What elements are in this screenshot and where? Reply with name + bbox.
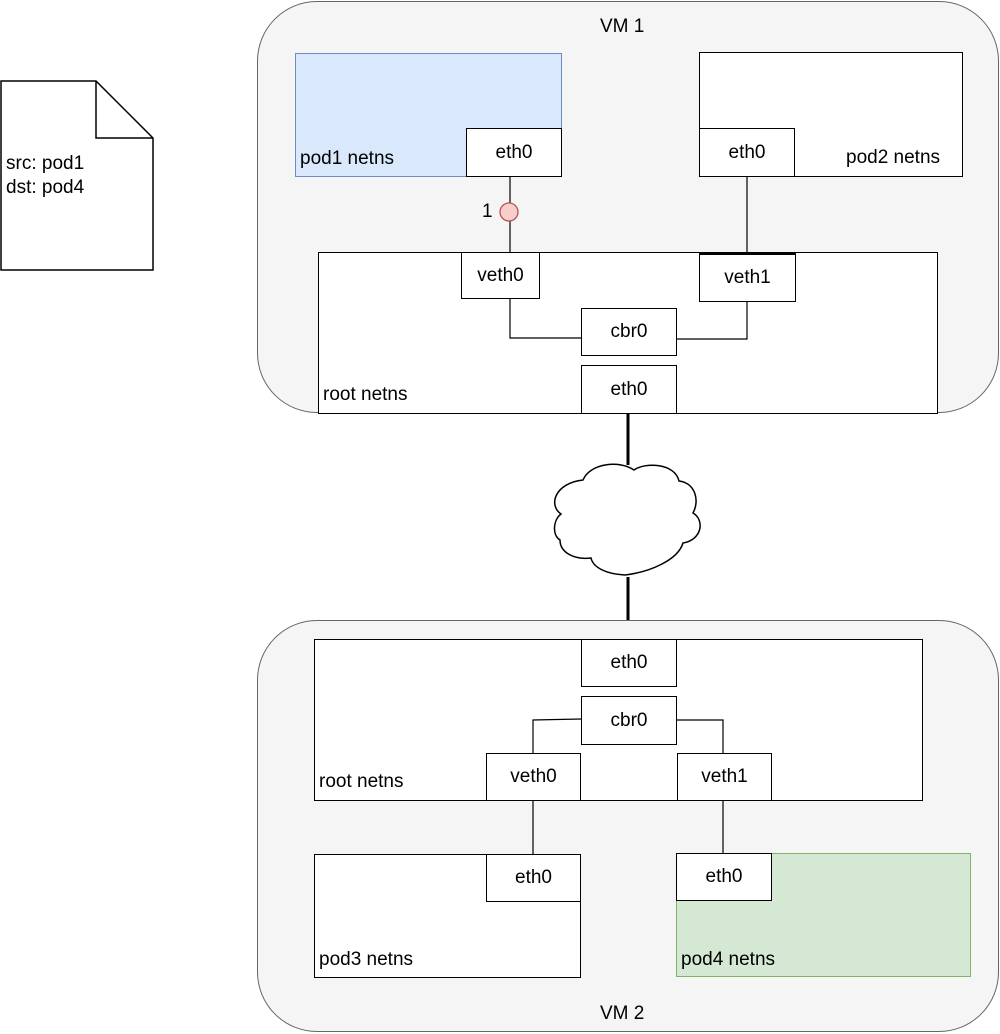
vm2-veth0[interactable]: veth0 xyxy=(486,753,581,801)
vm2-pod3-netns[interactable] xyxy=(314,854,581,978)
pod3-netns-label: pod3 netns xyxy=(319,949,414,970)
packet-document-icon xyxy=(0,80,154,271)
pod3-eth0[interactable]: eth0 xyxy=(486,854,581,902)
pod2-eth0[interactable]: eth0 xyxy=(699,128,795,177)
vm1-veth0[interactable]: veth0 xyxy=(461,252,540,299)
packet-dst: dst: pod4 xyxy=(6,177,85,198)
vm2-veth1[interactable]: veth1 xyxy=(677,753,772,801)
vm2-cbr0[interactable]: cbr0 xyxy=(581,696,677,745)
vm1-eth0[interactable]: eth0 xyxy=(581,365,677,414)
vm1-root-netns-label: root netns xyxy=(323,384,408,405)
pod4-netns-label: pod4 netns xyxy=(681,949,776,970)
pod1-netns-label: pod1 netns xyxy=(300,148,395,169)
pod4-eth0[interactable]: eth0 xyxy=(676,853,772,901)
vm2-title: VM 2 xyxy=(600,1003,645,1024)
pod2-netns-label: pod2 netns xyxy=(846,147,941,168)
vm2-root-netns-label: root netns xyxy=(319,771,404,792)
vm2-eth0[interactable]: eth0 xyxy=(581,639,677,687)
step-number: 1 xyxy=(482,201,493,222)
vm1-cbr0[interactable]: cbr0 xyxy=(581,308,677,356)
pod1-eth0[interactable]: eth0 xyxy=(466,128,562,177)
vm2-pod4-netns[interactable] xyxy=(676,853,971,977)
cloud-icon xyxy=(553,463,701,576)
packet-headers: src: pod1 dst: pod4 xyxy=(6,152,84,200)
packet-src: src: pod1 xyxy=(6,153,85,174)
vm1-title: VM 1 xyxy=(600,16,645,37)
vm1-veth1[interactable]: veth1 xyxy=(699,253,796,302)
